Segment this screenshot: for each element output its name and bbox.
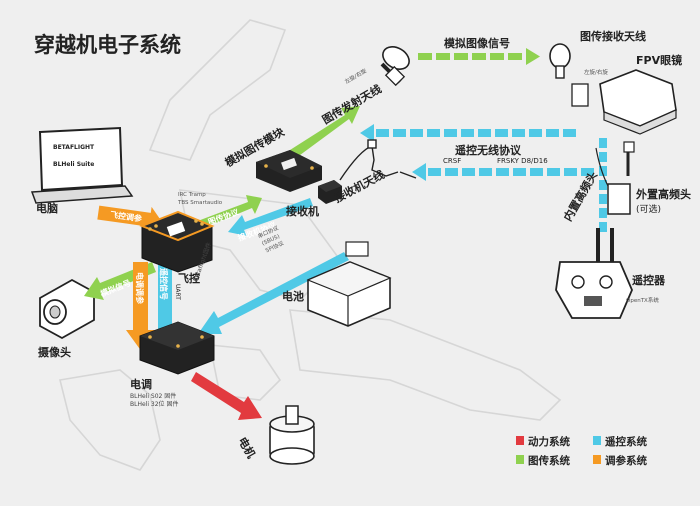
- legend-swatch-power: [516, 436, 524, 445]
- rc-protocol-dashed-vertical: [599, 138, 607, 232]
- vrx-antenna-note: 左旋/右旋: [584, 68, 608, 76]
- transmitter-label: 遥控器: [632, 273, 666, 287]
- analog-video-signal-dashed-arrow: [418, 48, 540, 65]
- vrx-antenna-icon: [549, 43, 571, 79]
- laptop-brand-betaflight: BETAFLIGHT: [53, 144, 95, 151]
- legend-label-video: 图传系统: [528, 454, 570, 467]
- legend-label-power: 动力系统: [528, 435, 570, 448]
- battery-label: 电池: [282, 289, 304, 303]
- rc-protocol-label: 遥控无线协议: [455, 143, 522, 157]
- esc-label: 电调: [130, 377, 152, 391]
- diagram-title: 穿越机电子系统: [34, 33, 181, 57]
- esc-board: [139, 321, 215, 375]
- crsf-label: CRSF: [443, 157, 461, 165]
- vtx-antenna-arrow: [290, 106, 360, 158]
- battery-icon: [306, 241, 392, 327]
- esc-param-arrow-label: 电调调参: [135, 272, 145, 305]
- rx-antenna-icon: [339, 139, 417, 181]
- power-to-motor-arrow: [191, 372, 262, 420]
- vtx-protocol-arrow: [195, 195, 262, 230]
- legend-label-remote: 遥控系统: [605, 435, 647, 448]
- laptop: BETAFLIGHT BLHeli Suite: [30, 126, 134, 204]
- fc-label: 飞控: [178, 271, 200, 285]
- computer-label: 电脑: [36, 201, 58, 215]
- rx-protocol-arrow: [228, 198, 313, 236]
- motor-label: 电机: [235, 435, 258, 461]
- transmitter-icon: [555, 228, 633, 319]
- rx-label: 接收机: [286, 204, 319, 218]
- goggles-label: FPV眼镜: [636, 53, 682, 67]
- vtx-proto-1: IRC Tramp: [178, 192, 206, 198]
- vtx-module: [256, 150, 322, 192]
- esc-firmware-2: BLHeli 32位 固件: [130, 400, 178, 408]
- transmitter-firmware: OpenTX系统: [626, 296, 659, 304]
- camera-icon: [39, 278, 95, 340]
- frsky-label: FRSKY D8/D16: [497, 157, 548, 165]
- esc-firmware-1: BLHeli S02 固件: [130, 392, 176, 400]
- legend-swatch-video: [516, 455, 524, 464]
- camera-label: 摄像头: [38, 345, 71, 359]
- remote-signal-arrow-label: 遥控信号: [159, 268, 169, 300]
- rc-protocol-dashed-arrow-top: [360, 124, 576, 142]
- fpv-goggles-icon: [571, 69, 677, 135]
- receiver-module: [318, 180, 342, 204]
- vtx-antenna-icon: [380, 46, 410, 87]
- uart-label: UART: [174, 284, 181, 300]
- vtx-proto-2: TBS Smartaudio: [177, 200, 223, 206]
- esc-param-arrow: [126, 262, 155, 350]
- legend: 动力系统 遥控系统 图传系统 调参系统: [516, 435, 647, 467]
- external-rf-label: 外置高频头: [635, 187, 691, 201]
- vrx-antenna-label: 图传接收天线: [580, 29, 646, 43]
- fc-param-arrow-label: 飞控调参: [109, 209, 143, 223]
- legend-swatch-param: [593, 455, 601, 464]
- analog-video-signal-label: 模拟图像信号: [444, 36, 510, 50]
- external-rf-module-icon: [595, 141, 635, 215]
- vtx-antenna-note: 左旋/右旋: [343, 66, 368, 85]
- laptop-brand-blheli: BLHeli Suite: [53, 161, 94, 168]
- legend-label-param: 调参系统: [605, 454, 647, 467]
- battery-to-esc-arrow: [198, 252, 349, 334]
- internal-rf-label: 内置高频头: [560, 169, 600, 224]
- rc-protocol-dashed-arrow-bottom: [412, 163, 594, 181]
- legend-swatch-remote: [593, 436, 601, 445]
- flight-controller: [139, 210, 215, 273]
- external-rf-optional: (可选): [636, 203, 661, 215]
- motor-icon: [269, 405, 315, 465]
